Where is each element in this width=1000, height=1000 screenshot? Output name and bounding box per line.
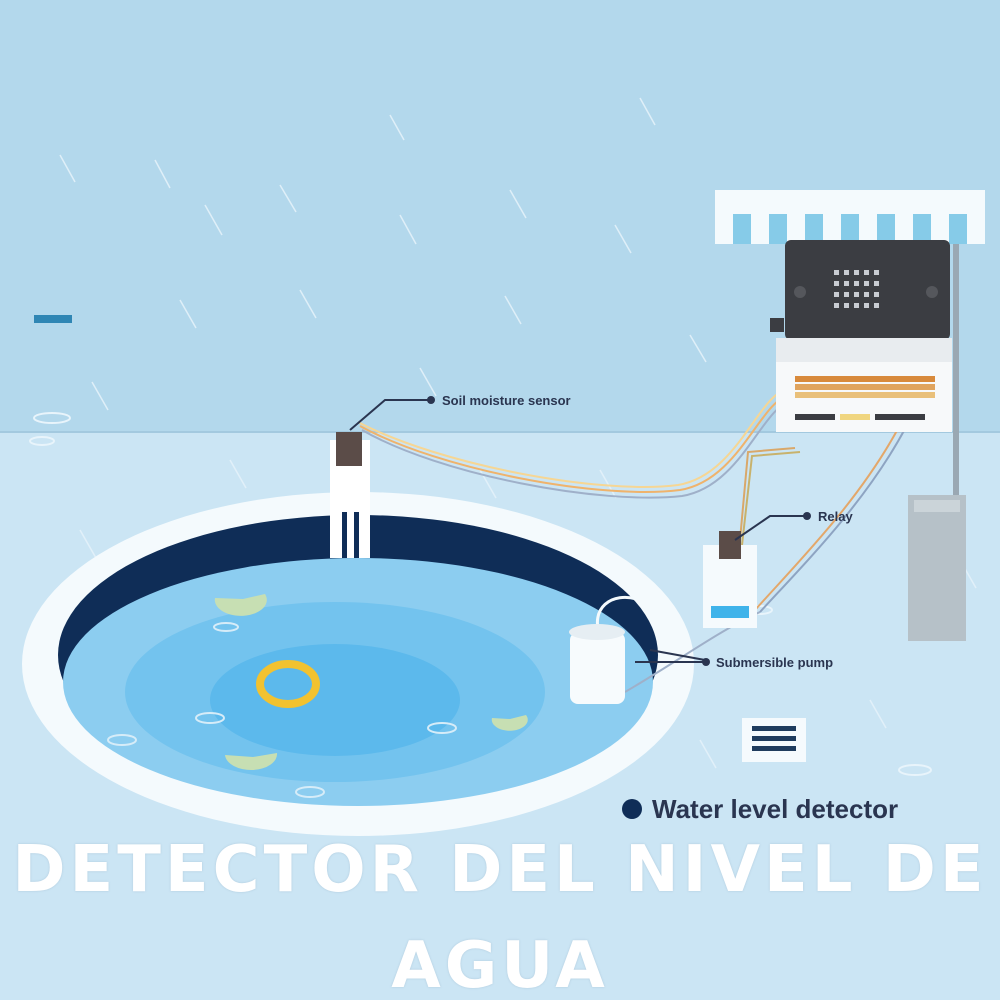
lily-pad — [225, 753, 278, 771]
callout-dot — [702, 658, 710, 666]
awning — [715, 190, 985, 244]
relay-module — [703, 531, 757, 628]
battery-box — [908, 495, 966, 641]
title-line-2: AGUA — [391, 929, 609, 1000]
soil-moisture-sensor — [330, 432, 370, 558]
awning-pole — [953, 230, 959, 500]
leader-lines — [349, 399, 806, 663]
callout-dot — [427, 396, 435, 404]
callout-dot-large — [622, 799, 642, 819]
microcontroller-board — [770, 240, 952, 432]
pool-water-deep — [210, 644, 460, 756]
lily-pad — [214, 594, 267, 616]
battery-box-top — [914, 500, 960, 512]
title-block: DETECTOR DEL NIVEL DE AGUA — [0, 822, 1000, 1000]
level-marker-dash — [34, 315, 72, 323]
label-water-level-detector: Water level detector — [652, 794, 898, 824]
pool — [22, 492, 694, 836]
callout-dot — [803, 512, 811, 520]
water-level-detector-device — [742, 718, 806, 762]
float-ring — [256, 660, 320, 708]
water-ripples — [107, 622, 457, 798]
title-line-1: DETECTOR DEL NIVEL DE — [12, 833, 988, 907]
submersible-pump — [569, 624, 625, 704]
label-submersible-pump: Submersible pump — [716, 655, 833, 670]
label-soil-moisture-sensor: Soil moisture sensor — [442, 393, 571, 408]
label-relay: Relay — [818, 509, 853, 524]
lily-pad — [491, 715, 528, 731]
